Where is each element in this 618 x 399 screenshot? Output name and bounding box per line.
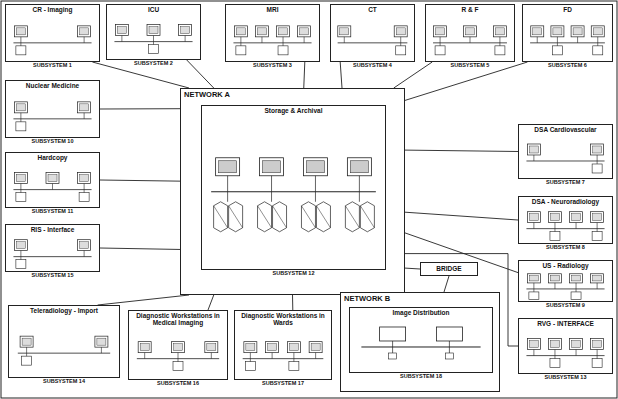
network-link <box>208 295 214 310</box>
equipment-sketch <box>6 14 99 61</box>
subsystem-title: Teleradiology - Import <box>9 306 119 314</box>
network-link <box>292 295 293 310</box>
bridge-box: BRIDGE <box>420 262 478 276</box>
network-box: NETWORK AStorage & ArchivalSUBSYSTEM 12 <box>180 88 405 295</box>
subsystem-number: SUBSYSTEM 9 <box>545 302 586 309</box>
subsystem-number: SUBSYSTEM 7 <box>545 179 586 186</box>
network-link <box>394 62 432 88</box>
subsystem-box: CTSUBSYSTEM 4 <box>330 4 415 62</box>
subsystem-box: RVG - INTERFACESUBSYSTEM 13 <box>518 318 613 374</box>
subsystem-box: HardcopySUBSYSTEM 11 <box>5 152 100 208</box>
equipment-sketch <box>519 328 612 373</box>
subsystem-box: Teleradiology - ImportSUBSYSTEM 14 <box>8 305 120 378</box>
subsystem-title: Hardcopy <box>6 153 99 161</box>
network-link <box>187 60 214 88</box>
equipment-sketch <box>107 14 200 59</box>
equipment-sketch <box>6 234 99 271</box>
equipment-sketch <box>523 14 612 61</box>
subsystem-box: Diagnostic Workstations in Medical Imagi… <box>128 310 228 380</box>
subsystem-title: Diagnostic Workstations in Wards <box>235 311 331 327</box>
subsystem-number: SUBSYSTEM 17 <box>261 380 305 387</box>
subsystem-box: MRISUBSYSTEM 3 <box>225 4 320 62</box>
subsystem-box: Image DistributionSUBSYSTEM 18 <box>349 307 493 373</box>
subsystem-number: SUBSYSTEM 13 <box>544 374 588 381</box>
equipment-sketch <box>235 327 331 378</box>
network-link <box>100 180 180 181</box>
subsystem-number: SUBSYSTEM 4 <box>352 62 393 69</box>
subsystem-number: SUBSYSTEM 12 <box>272 270 316 277</box>
subsystem-number: SUBSYSTEM 15 <box>31 272 75 279</box>
subsystem-title: Nuclear Medicine <box>6 81 99 89</box>
subsystem-box: FDSUBSYSTEM 6 <box>522 4 613 62</box>
subsystem-number: SUBSYSTEM 6 <box>547 62 588 69</box>
subsystem-title: CR - Imaging <box>6 5 99 13</box>
subsystem-title: DSA Cardiovascular <box>519 125 612 133</box>
network-link <box>405 212 518 220</box>
network-link <box>405 150 518 151</box>
equipment-sketch <box>519 206 612 243</box>
equipment-sketch <box>226 14 319 61</box>
subsystem-number: SUBSYSTEM 14 <box>42 378 86 385</box>
subsystem-title: DSA - Neuroradiology <box>519 197 612 205</box>
subsystem-title: Diagnostic Workstations in Medical Imagi… <box>129 311 227 327</box>
subsystem-title: CT <box>331 5 414 13</box>
subsystem-box: RIS - InterfaceSUBSYSTEM 15 <box>5 224 100 272</box>
subsystem-number: SUBSYSTEM 18 <box>399 373 443 380</box>
equipment-sketch <box>519 270 612 301</box>
bridge-label: BRIDGE <box>421 263 477 274</box>
network-link <box>100 248 180 249</box>
subsystem-title: RIS - Interface <box>6 225 99 233</box>
subsystem-title: Image Distribution <box>350 308 492 316</box>
equipment-sketch <box>350 317 492 372</box>
equipment-sketch <box>9 315 119 377</box>
subsystem-number: SUBSYSTEM 11 <box>31 208 75 215</box>
subsystem-number: SUBSYSTEM 10 <box>31 138 75 145</box>
subsystem-number: SUBSYSTEM 3 <box>252 62 293 69</box>
network-link <box>304 62 305 88</box>
subsystem-box: Diagnostic Workstations in WardsSUBSYSTE… <box>234 310 332 380</box>
equipment-sketch <box>202 115 385 269</box>
subsystem-box: Storage & ArchivalSUBSYSTEM 12 <box>201 105 386 270</box>
subsystem-number: SUBSYSTEM 5 <box>450 62 491 69</box>
network-link <box>100 108 180 109</box>
network-link <box>340 62 342 88</box>
subsystem-number: SUBSYSTEM 2 <box>133 60 174 67</box>
subsystem-box: Nuclear MedicineSUBSYSTEM 10 <box>5 80 100 138</box>
subsystem-box: US - RadiologySUBSYSTEM 9 <box>518 260 613 302</box>
subsystem-title: RVG - INTERFACE <box>519 319 612 327</box>
network-title: NETWORK A <box>181 89 404 102</box>
network-link <box>405 62 527 100</box>
subsystem-box: ICUSUBSYSTEM 2 <box>106 4 201 60</box>
subsystem-box: DSA CardiovascularSUBSYSTEM 7 <box>518 124 613 179</box>
subsystem-box: R & FSUBSYSTEM 5 <box>425 4 515 62</box>
network-box: NETWORK BImage DistributionSUBSYSTEM 18 <box>340 292 500 392</box>
equipment-sketch <box>6 90 99 137</box>
network-link <box>98 295 189 305</box>
subsystem-title: R & F <box>426 5 514 13</box>
equipment-sketch <box>519 134 612 178</box>
subsystem-title: Storage & Archival <box>202 106 385 114</box>
network-title: NETWORK B <box>341 293 499 306</box>
subsystem-number: SUBSYSTEM 8 <box>545 244 586 251</box>
subsystem-number: SUBSYSTEM 16 <box>156 380 200 387</box>
subsystem-box: CR - ImagingSUBSYSTEM 1 <box>5 4 100 62</box>
subsystem-title: FD <box>523 5 612 13</box>
equipment-sketch <box>6 162 99 207</box>
network-link <box>405 268 420 270</box>
network-link <box>444 276 449 292</box>
subsystem-number: SUBSYSTEM 1 <box>32 62 73 69</box>
subsystem-title: MRI <box>226 5 319 13</box>
equipment-sketch <box>331 14 414 61</box>
equipment-sketch <box>129 327 227 378</box>
subsystem-title: US - Radiology <box>519 261 612 269</box>
subsystem-title: ICU <box>107 5 200 13</box>
subsystem-box: DSA - NeuroradiologySUBSYSTEM 8 <box>518 196 613 244</box>
equipment-sketch <box>426 14 514 61</box>
